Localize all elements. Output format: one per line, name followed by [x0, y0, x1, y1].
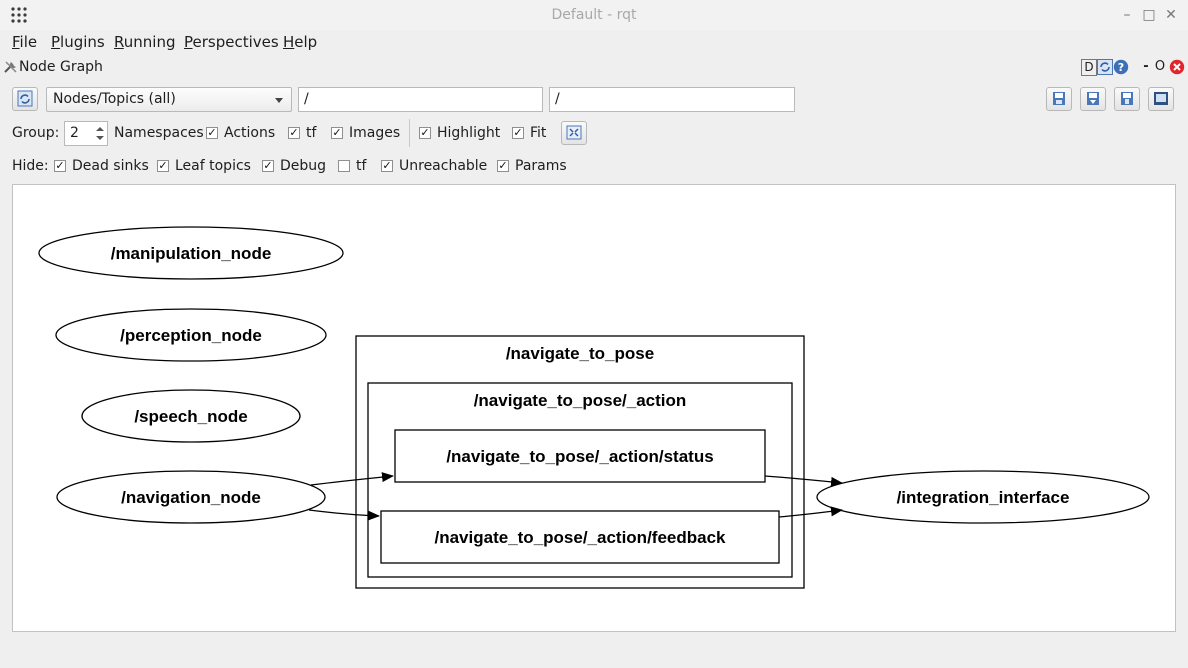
fit-in-view-button[interactable]: [561, 121, 587, 145]
fit-label: Fit: [530, 125, 547, 141]
node-integration-interface[interactable]: [816, 470, 1150, 524]
node-navigation[interactable]: [56, 470, 326, 524]
close-plugin-icon[interactable]: [1169, 58, 1185, 76]
hide-tf-label: tf: [356, 158, 367, 174]
tf-checkbox[interactable]: ✓: [288, 126, 300, 139]
menubar: File Plugins Running Perspectives Help: [0, 30, 1188, 54]
dock-minimize-icon[interactable]: -: [1143, 59, 1149, 74]
refresh-icon: [17, 90, 33, 107]
node-navigation-label: /navigation_node: [121, 488, 261, 507]
chevron-down-icon: [275, 98, 283, 103]
hide-tf-checkbox[interactable]: [338, 160, 350, 172]
unreachable-label: Unreachable: [399, 158, 488, 174]
close-window-icon[interactable]: ✕: [1165, 7, 1177, 23]
save-dot-icon: [1087, 92, 1099, 105]
floppy-icon: [1053, 92, 1065, 105]
group-spinbox[interactable]: 2: [64, 121, 108, 146]
actions-checkbox[interactable]: ✓: [206, 126, 218, 139]
window-titlebar: Default - rqt – □ ✕: [0, 0, 1188, 30]
menu-running[interactable]: Running: [114, 33, 176, 51]
graph-canvas[interactable]: /navigate_to_pose /navigate_to_pose/_act…: [12, 184, 1176, 632]
edge-status-to-integration: [764, 475, 843, 487]
plugin-header: Node Graph D ? - O: [0, 56, 1188, 78]
topic-feedback[interactable]: [380, 510, 780, 564]
topic-filter-input[interactable]: /: [549, 87, 795, 112]
images-label: Images: [349, 125, 401, 141]
unreachable-checkbox[interactable]: ✓: [381, 159, 393, 172]
params-label: Params: [515, 158, 567, 174]
menu-file[interactable]: File: [12, 33, 38, 51]
leaf-topics-label: Leaf topics: [175, 158, 251, 174]
node-perception[interactable]: [55, 308, 327, 362]
cluster-action-label: /navigate_to_pose/_action: [474, 391, 687, 410]
tools-icon: [4, 61, 17, 73]
topic-status[interactable]: [394, 429, 766, 483]
refresh-graph-button[interactable]: [12, 87, 38, 111]
dock-d-button[interactable]: D: [1081, 59, 1097, 76]
group-value: 2: [70, 125, 79, 141]
app-grid-icon[interactable]: [10, 6, 28, 24]
cluster-navigate-to-pose[interactable]: [355, 335, 805, 589]
actions-label: Actions: [224, 125, 276, 141]
image-icon: [1154, 92, 1168, 105]
dead-sinks-label: Dead sinks: [72, 158, 149, 174]
node-integration-interface-label: /integration_interface: [897, 488, 1070, 507]
save-dot-button[interactable]: [1080, 87, 1106, 111]
fit-view-icon: [566, 125, 582, 140]
dead-sinks-checkbox[interactable]: ✓: [54, 159, 66, 172]
plugin-title: Node Graph: [19, 59, 103, 75]
highlight-checkbox[interactable]: ✓: [419, 126, 431, 139]
hide-label: Hide:: [12, 158, 49, 174]
graph-mode-value: Nodes/Topics (all): [53, 91, 176, 107]
help-icon[interactable]: ?: [1113, 58, 1129, 76]
save-svg-icon: [1121, 92, 1133, 105]
dock-float-button[interactable]: O: [1154, 59, 1166, 74]
node-perception-label: /perception_node: [120, 326, 262, 345]
spin-down-icon[interactable]: [96, 136, 104, 140]
params-checkbox[interactable]: ✓: [497, 159, 509, 172]
graph-svg[interactable]: /navigate_to_pose /navigate_to_pose/_act…: [13, 185, 1175, 631]
edge-navigation-to-status: [310, 472, 394, 486]
minimize-icon[interactable]: –: [1123, 7, 1131, 23]
topic-status-label: /navigate_to_pose/_action/status: [446, 447, 713, 466]
debug-checkbox[interactable]: ✓: [262, 159, 274, 172]
maximize-icon[interactable]: □: [1142, 7, 1156, 23]
save-svg-button[interactable]: [1114, 87, 1140, 111]
images-checkbox[interactable]: ✓: [331, 126, 343, 139]
menu-plugins[interactable]: Plugins: [51, 33, 105, 51]
menu-help[interactable]: Help: [283, 33, 318, 51]
cluster-action[interactable]: [367, 382, 793, 578]
toolbar-separator: [409, 119, 410, 147]
node-speech-label: /speech_node: [134, 407, 247, 426]
node-manipulation-label: /manipulation_node: [111, 244, 272, 263]
graph-mode-combo[interactable]: Nodes/Topics (all): [46, 87, 292, 112]
svg-text:?: ?: [1118, 61, 1124, 74]
node-manipulation[interactable]: [38, 226, 344, 280]
debug-label: Debug: [280, 158, 327, 174]
menu-perspectives[interactable]: Perspectives: [184, 33, 279, 51]
tf-label: tf: [306, 125, 317, 141]
spin-up-icon[interactable]: [96, 127, 104, 131]
cluster-navigate-to-pose-label: /navigate_to_pose: [506, 344, 654, 363]
fit-checkbox[interactable]: ✓: [512, 126, 524, 139]
save-image-button[interactable]: [1148, 87, 1174, 111]
leaf-topics-checkbox[interactable]: ✓: [157, 159, 169, 172]
node-filter-input[interactable]: /: [298, 87, 543, 112]
highlight-label: Highlight: [437, 125, 501, 141]
load-dot-button[interactable]: [1046, 87, 1072, 111]
node-speech[interactable]: [81, 389, 301, 443]
edge-feedback-to-integration: [778, 506, 843, 518]
group-label: Group:: [12, 125, 60, 141]
reload-plugin-icon[interactable]: [1097, 58, 1113, 76]
topic-feedback-label: /navigate_to_pose/_action/feedback: [435, 528, 727, 547]
namespaces-label: Namespaces: [114, 125, 204, 141]
edge-navigation-to-feedback: [308, 509, 380, 521]
window-title: Default - rqt: [551, 7, 637, 23]
